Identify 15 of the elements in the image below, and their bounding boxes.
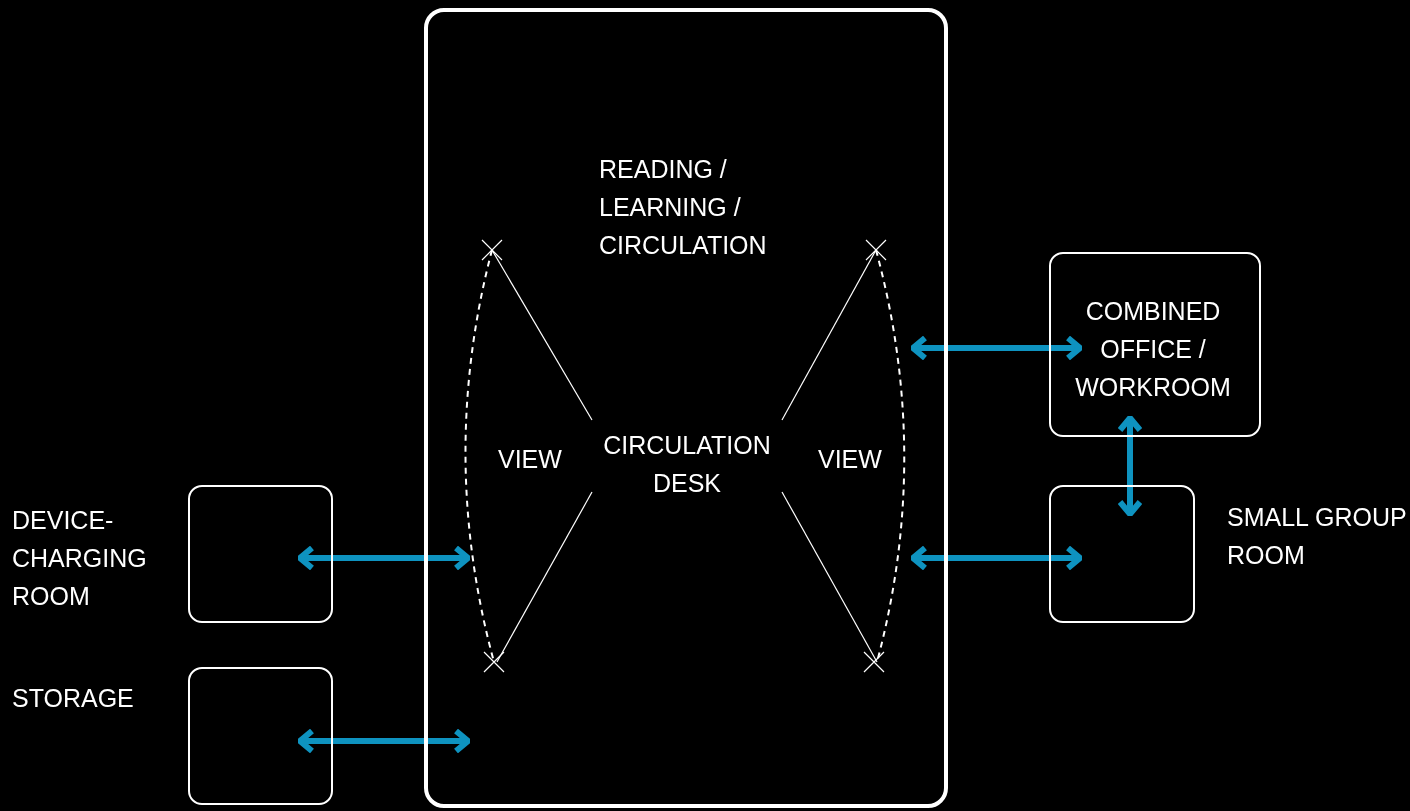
room-label: SMALL GROUP ROOM	[1227, 502, 1407, 571]
room-label: STORAGE	[12, 683, 135, 714]
area-label: READING / LEARNING / CIRCULATION	[599, 154, 768, 261]
desk-label: CIRCULATION DESK	[602, 430, 772, 499]
double-arrow	[910, 335, 1083, 361]
view-label: VIEW	[818, 444, 882, 475]
view-label: VIEW	[498, 444, 562, 475]
room-box	[1049, 252, 1261, 437]
reading-area-box	[424, 8, 948, 808]
room-label: COMBINED OFFICE / WORKROOM	[1074, 296, 1232, 403]
double-arrow	[1117, 415, 1143, 517]
double-arrow	[297, 545, 471, 571]
double-arrow	[910, 545, 1083, 571]
double-arrow	[297, 728, 471, 754]
room-label: DEVICE-CHARGING ROOM	[12, 505, 148, 612]
